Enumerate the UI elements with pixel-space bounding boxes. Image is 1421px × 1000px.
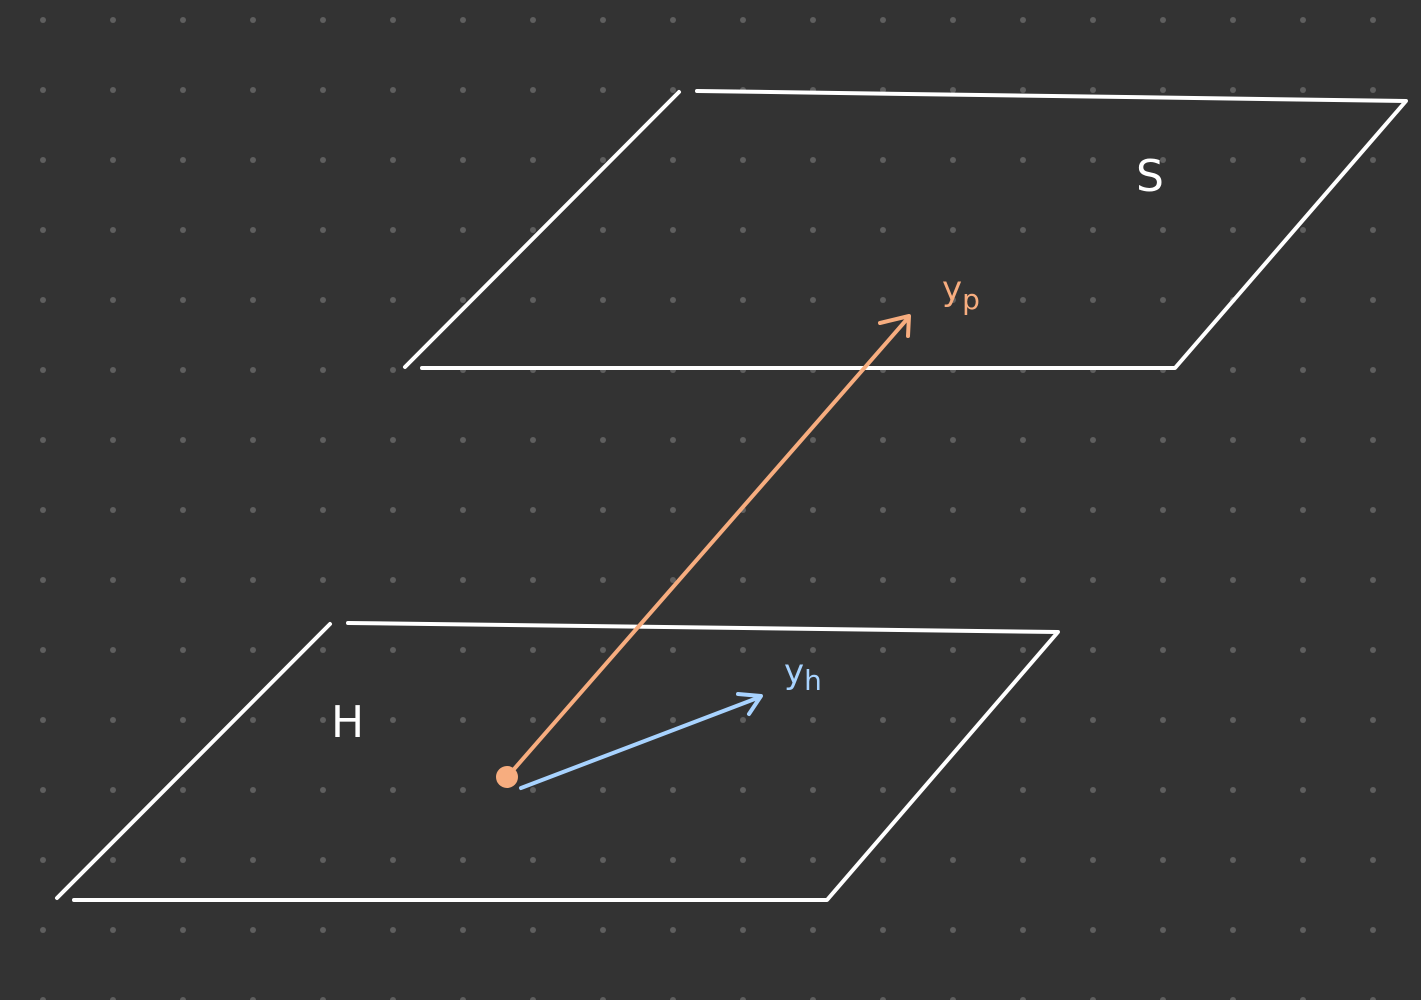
plane-s (403, 89, 1408, 370)
vector-yp-subscript: p (962, 283, 980, 316)
vector-yp-arrow (506, 314, 911, 778)
vector-yh-subscript: h (804, 664, 822, 697)
vector-yh-arrow (519, 692, 763, 790)
plane-h-label: H (331, 697, 364, 748)
vector-yp-label: yp (942, 269, 980, 316)
plane-h (55, 621, 1060, 902)
plane-s-label: S (1136, 151, 1164, 202)
vector-yh-label: yh (784, 652, 822, 697)
origin-point (496, 766, 518, 788)
